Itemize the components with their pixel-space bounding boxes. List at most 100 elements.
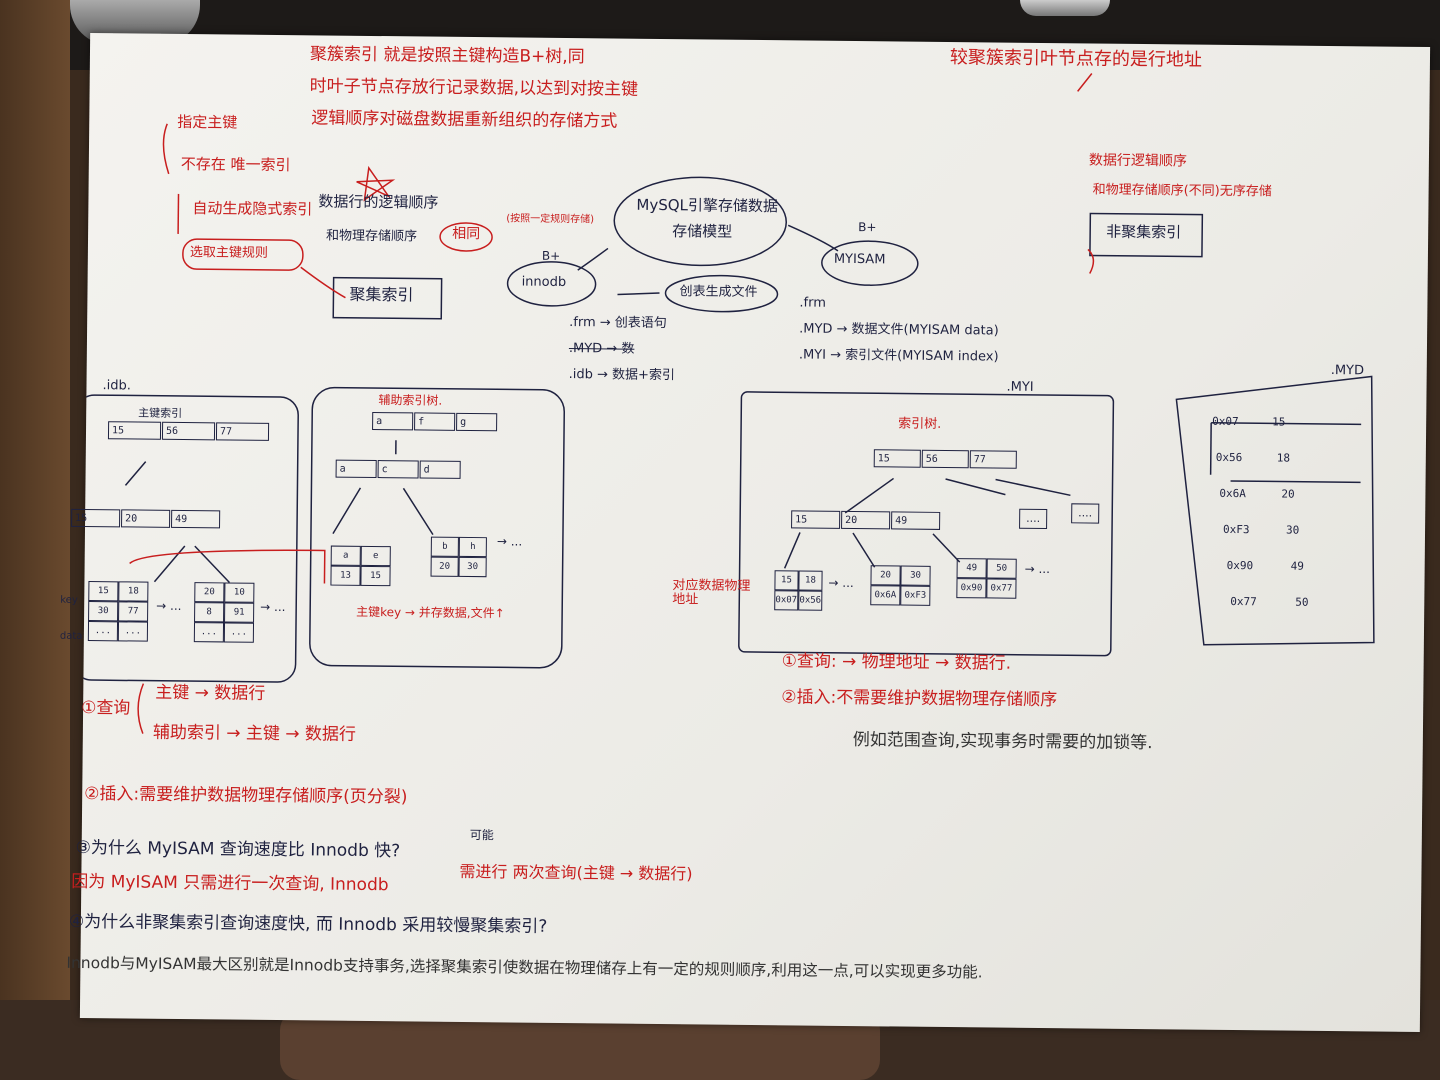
node-key: 15 bbox=[791, 510, 841, 529]
myisam-label: MYISAM bbox=[833, 251, 886, 268]
idb-logic: 数据行的逻辑顺序 bbox=[318, 192, 439, 212]
leaf-cell: 15 bbox=[774, 570, 799, 591]
node-key: c bbox=[377, 460, 419, 479]
leaf-cell: 18 bbox=[118, 581, 149, 602]
myi-extra-box-2: .... bbox=[1071, 503, 1100, 524]
leaf-cell: e bbox=[360, 545, 391, 567]
leaf-cell: 0x90 bbox=[956, 578, 987, 599]
myd-physical: 和物理存储顺序(不同)无序存储 bbox=[1092, 182, 1272, 200]
myd-value: 49 bbox=[1290, 559, 1304, 573]
node-key: 15 bbox=[107, 421, 162, 440]
node-key: 77 bbox=[215, 422, 270, 441]
leaf-cell: 0xF3 bbox=[900, 585, 931, 606]
myd-address: 0xF3 bbox=[1222, 522, 1250, 537]
leaf-cell: 0x6A bbox=[870, 585, 901, 606]
myd-value: 20 bbox=[1281, 487, 1295, 501]
create-file-label: 创表生成文件 bbox=[679, 284, 758, 301]
myi-leaf-arrow-1: → ... bbox=[828, 575, 854, 591]
cluster-def-2: 时叶子节点存放行记录数据,以达到对按主键 bbox=[309, 76, 639, 100]
myd-value: 18 bbox=[1276, 451, 1291, 465]
inno-query-2: 辅助索引 → 主键 → 数据行 bbox=[152, 722, 357, 745]
pk-choice-3: 自动生成隐式索引 bbox=[192, 199, 313, 219]
leaf-cell: 49 bbox=[956, 558, 987, 579]
node-key: 56 bbox=[921, 449, 969, 469]
noncluster-def: 较聚簇索引叶节点存的是行地址 bbox=[949, 47, 1203, 71]
leaf-cell: 8 bbox=[194, 602, 225, 623]
example-note: 例如范围查询,实现事务时需要的加锁等. bbox=[852, 730, 1153, 754]
myd-value: 50 bbox=[1295, 595, 1309, 609]
leaf-cell: ... bbox=[87, 621, 119, 642]
node-key: 49 bbox=[891, 511, 941, 530]
leaf-cell: 15 bbox=[360, 565, 391, 587]
myd-label: .MYD bbox=[1330, 363, 1365, 379]
node-key: a bbox=[335, 459, 377, 479]
myd-address: 0x07 bbox=[1212, 414, 1239, 429]
aux-index-label: 辅助索引树. bbox=[378, 393, 443, 408]
myd-value: 15 bbox=[1272, 415, 1286, 429]
leaf-cell: 10 bbox=[224, 582, 255, 603]
leaf-cell: 91 bbox=[224, 602, 255, 623]
leaf-cell: 0x77 bbox=[986, 578, 1017, 599]
idb-label: .idb. bbox=[102, 378, 131, 394]
myisam-bplus: B+ bbox=[858, 220, 877, 235]
leaf-cell: 30 bbox=[88, 601, 119, 622]
center-title-1: MySQL引擎存储数据 bbox=[636, 195, 779, 216]
innodb-label: innodb bbox=[521, 274, 567, 291]
aux-pk-note: 主键key → 并存数据,文件↑ bbox=[356, 604, 505, 621]
node-key: g bbox=[456, 412, 498, 432]
node-key: d bbox=[419, 460, 461, 479]
leaf-cell: ... bbox=[223, 622, 255, 643]
myisam-file-myd: .MYD → 数据文件(MYISAM data) bbox=[799, 321, 999, 339]
aux-leaf-more: → ... bbox=[496, 534, 523, 549]
myisam-query: ①查询: → 物理地址 → 数据行. bbox=[781, 651, 1012, 674]
paper-sheet: 聚簇索引 就是按照主键构造B+树,同 时叶子节点存放行记录数据,以达到对按主键 … bbox=[60, 33, 1431, 1032]
idb-leaf-arrow: → ... bbox=[156, 598, 182, 613]
center-title-2: 存储模型 bbox=[672, 222, 733, 241]
myi-label: .MYI bbox=[1006, 379, 1034, 395]
innodb-file-idb: .idb → 数据+索引 bbox=[568, 367, 676, 384]
question-3-answer-b: 需进行 两次查询(主键 → 数据行) bbox=[459, 861, 693, 884]
myi-extra-box-1: .... bbox=[1019, 508, 1048, 530]
leaf-cell: 0x07 bbox=[774, 590, 799, 611]
leaf-cell: 30 bbox=[900, 565, 931, 586]
myisam-insert: ②插入:不需要维护数据物理存储顺序 bbox=[781, 687, 1058, 711]
leaf-cell: 20 bbox=[870, 565, 901, 586]
desk-edge bbox=[0, 0, 70, 1080]
leaf-cell: b bbox=[430, 536, 459, 557]
inno-query-title: ①查询 bbox=[81, 697, 131, 719]
leaf-cell: 77 bbox=[118, 601, 149, 622]
diagram-lines bbox=[79, 73, 1375, 734]
pk-index-label: 主键索引 bbox=[138, 406, 183, 420]
leaf-cell: 20 bbox=[194, 582, 225, 603]
pk-choice-4: 选取主键规则 bbox=[189, 245, 268, 261]
question-3-answer-a: 因为 MyISAM 只需进行一次查询, Innodb bbox=[71, 871, 389, 896]
myi-leaf-more: → ... bbox=[1024, 561, 1051, 577]
myd-address: 0x77 bbox=[1230, 594, 1257, 609]
leaf-cell: 20 bbox=[430, 556, 459, 577]
node-key: a bbox=[372, 411, 414, 431]
innodb-file-myd: .MYD → 数 bbox=[568, 341, 635, 357]
question-3-maybe: 可能 bbox=[469, 828, 494, 843]
myd-address: 0x6A bbox=[1219, 486, 1247, 501]
data-label: data bbox=[59, 630, 83, 642]
myi-index-tree-label: 索引树. bbox=[898, 416, 942, 432]
idb-physical: 和物理存储顺序 bbox=[326, 228, 418, 245]
leaf-cell: 18 bbox=[798, 570, 823, 591]
pk-choice-1: 指定主键 bbox=[177, 112, 238, 132]
innodb-bplus: B+ bbox=[541, 248, 561, 263]
clustered-box-label: 聚集索引 bbox=[349, 284, 414, 305]
leaf-cell: h bbox=[458, 536, 487, 558]
same-label: 相同 bbox=[452, 225, 481, 243]
object-top-right bbox=[1020, 0, 1110, 16]
myd-address: 0x56 bbox=[1215, 450, 1243, 465]
key-label: key bbox=[60, 594, 78, 606]
leaf-cell: 13 bbox=[330, 565, 361, 586]
leaf-cell: ... bbox=[193, 622, 225, 643]
node-key: 15 bbox=[873, 449, 921, 468]
inno-query-1: 主键 → 数据行 bbox=[155, 682, 266, 704]
inno-insert: ②插入:需要维护数据物理存储顺序(页分裂) bbox=[84, 783, 408, 808]
node-key: 56 bbox=[161, 421, 216, 441]
node-key: f bbox=[414, 412, 456, 431]
leaf-cell: 15 bbox=[88, 581, 119, 602]
idb-leaf-more: → ... bbox=[260, 599, 286, 615]
